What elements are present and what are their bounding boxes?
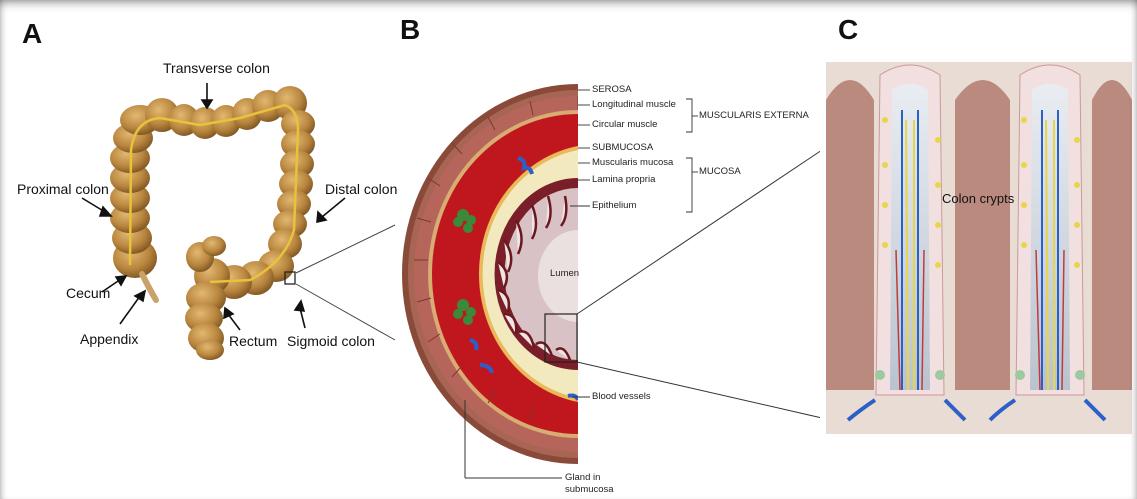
label-serosa: SEROSA (592, 84, 632, 95)
label-transverse-colon: Transverse colon (163, 60, 270, 76)
label-gland-line2: submucosa (565, 484, 614, 495)
colon-crypts-illustration (820, 58, 1134, 465)
zoom-line-a-b-top (296, 225, 395, 273)
panel-letter-a: A (22, 18, 42, 50)
label-lumen: Lumen (550, 268, 579, 279)
cross-section-illustration (395, 70, 818, 478)
rectum (185, 282, 226, 360)
label-appendix: Appendix (80, 331, 138, 347)
label-longitudinal-muscle: Longitudinal muscle (592, 99, 676, 110)
label-circular-muscle: Circular muscle (592, 119, 657, 130)
ascending-colon (110, 105, 160, 278)
label-muscularis-mucosa: Muscularis mucosa (592, 157, 673, 168)
label-colon-crypts: Colon crypts (942, 191, 1014, 206)
label-proximal-colon: Proximal colon (17, 181, 109, 197)
label-blood-vessels: Blood vessels (592, 391, 651, 402)
label-muscularis-externa: MUSCULARIS EXTERNA (699, 110, 809, 121)
label-mucosa: MUCOSA (699, 166, 741, 177)
zoom-line-a-b-bottom (296, 284, 395, 340)
panel-letter-b: B (400, 14, 420, 46)
label-lamina-propria: Lamina propria (592, 174, 655, 185)
label-rectum: Rectum (229, 333, 277, 349)
transverse-colon (145, 86, 307, 139)
label-epithelium: Epithelium (592, 200, 636, 211)
label-distal-colon: Distal colon (325, 181, 397, 197)
label-cecum: Cecum (66, 285, 110, 301)
label-gland-line1: Gland in (565, 472, 600, 483)
label-sigmoid-colon: Sigmoid colon (287, 333, 375, 349)
panel-letter-c: C (838, 14, 858, 46)
colon-illustration (110, 86, 315, 360)
label-submucosa: SUBMUCOSA (592, 142, 653, 153)
